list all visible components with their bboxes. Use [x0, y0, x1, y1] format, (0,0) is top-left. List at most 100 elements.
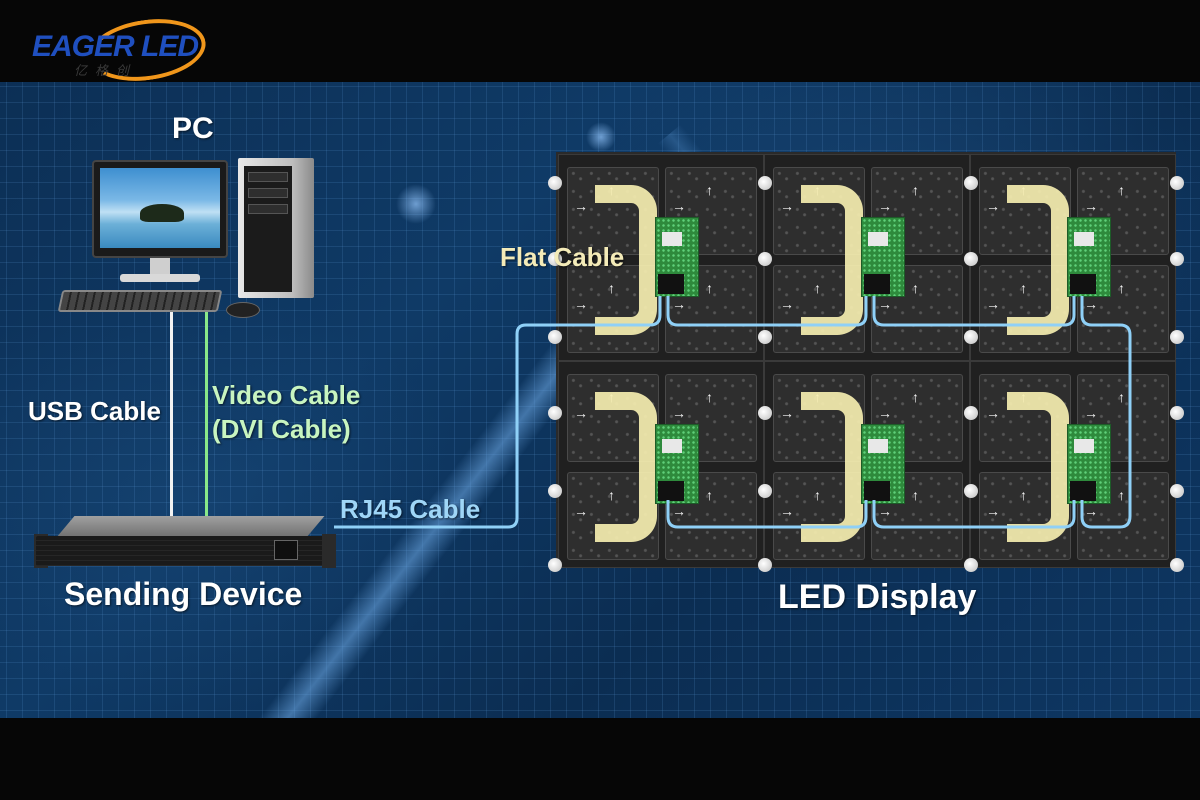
module-direction-arrow-icon: ↑	[912, 280, 919, 296]
flat-cable-ribbon	[1007, 392, 1069, 542]
cabinet-locking-peg	[964, 330, 978, 344]
video-cable-line	[205, 312, 208, 522]
module-direction-arrow-icon: ↑	[706, 389, 713, 405]
cabinet-locking-peg	[964, 406, 978, 420]
flat-cable-ribbon	[1007, 185, 1069, 335]
cabinet-locking-peg	[758, 484, 772, 498]
rj45-port	[864, 274, 890, 294]
device-top-cover	[56, 516, 325, 538]
rj45-port	[658, 274, 684, 294]
cabinet-locking-peg	[1170, 176, 1184, 190]
receiving-card-chip	[1074, 439, 1094, 453]
module-side-arrow-icon: →	[878, 198, 892, 214]
module-direction-arrow-icon: ↑	[706, 182, 713, 198]
module-side-arrow-icon: →	[878, 405, 892, 421]
module-side-arrow-icon: →	[878, 503, 892, 519]
cabinet-locking-peg	[1170, 252, 1184, 266]
module-direction-arrow-icon: ↑	[814, 280, 821, 296]
video-cable-label-line1: Video Cable	[212, 380, 361, 410]
wallpaper-island	[140, 204, 184, 222]
module-direction-arrow-icon: ↑	[608, 280, 615, 296]
rj45-port	[864, 481, 890, 501]
receiving-card-chip	[868, 439, 888, 453]
sending-device-icon	[34, 516, 336, 568]
module-side-arrow-icon: →	[574, 405, 588, 421]
module-side-arrow-icon: →	[574, 198, 588, 214]
led-cabinet: ↑→↑→↑→↑→	[764, 361, 970, 568]
cabinet-locking-peg	[964, 252, 978, 266]
cabinet-locking-peg	[548, 558, 562, 572]
rack-ear-right	[322, 534, 336, 568]
cabinet-locking-peg	[1170, 484, 1184, 498]
module-side-arrow-icon: →	[1084, 296, 1098, 312]
monitor-screen	[100, 168, 220, 248]
led-cabinet: ↑→↑→↑→↑→	[970, 154, 1176, 361]
module-direction-arrow-icon: ↑	[912, 389, 919, 405]
background-glow-dot	[396, 184, 436, 224]
pc-tower-front	[244, 166, 292, 292]
drive-bay	[248, 188, 288, 198]
module-direction-arrow-icon: ↑	[1118, 280, 1125, 296]
usb-cable-line	[170, 312, 173, 522]
rj45-port	[1070, 274, 1096, 294]
receiving-card	[1067, 217, 1111, 297]
receiving-card-chip	[662, 439, 682, 453]
module-side-arrow-icon: →	[1084, 198, 1098, 214]
cabinet-locking-peg	[758, 330, 772, 344]
device-control-panel	[274, 540, 298, 560]
module-side-arrow-icon: →	[986, 296, 1000, 312]
bottom-letterbox-band	[0, 718, 1200, 800]
module-side-arrow-icon: →	[1084, 503, 1098, 519]
module-side-arrow-icon: →	[780, 296, 794, 312]
led-display-label: LED Display	[778, 578, 977, 616]
module-direction-arrow-icon: ↑	[1118, 487, 1125, 503]
cabinet-locking-peg	[964, 558, 978, 572]
cabinet-locking-peg	[548, 406, 562, 420]
module-direction-arrow-icon: ↑	[706, 487, 713, 503]
module-side-arrow-icon: →	[574, 296, 588, 312]
keyboard-icon	[57, 290, 223, 312]
module-side-arrow-icon: →	[986, 503, 1000, 519]
monitor-base	[120, 274, 200, 282]
cabinet-locking-peg	[548, 252, 562, 266]
rj45-port	[658, 481, 684, 501]
receiving-card-chip	[1074, 232, 1094, 246]
logo-chinese-text: 亿格创	[74, 63, 138, 78]
module-side-arrow-icon: →	[780, 405, 794, 421]
flat-cable-ribbon	[801, 392, 863, 542]
receiving-card	[861, 424, 905, 504]
cabinet-locking-peg	[758, 252, 772, 266]
cabinet-locking-peg	[1170, 330, 1184, 344]
logo-text: EAGER LED	[32, 30, 199, 63]
top-letterbox-band	[0, 0, 1200, 82]
led-display-wall: ↑→↑→↑→↑→↑→↑→↑→↑→↑→↑→↑→↑→↑→↑→↑→↑→↑→↑→↑→↑→…	[548, 152, 1184, 572]
module-side-arrow-icon: →	[672, 503, 686, 519]
rj45-port	[1070, 481, 1096, 501]
led-cabinet: ↑→↑→↑→↑→	[764, 154, 970, 361]
module-direction-arrow-icon: ↑	[912, 182, 919, 198]
receiving-card-chip	[662, 232, 682, 246]
module-side-arrow-icon: →	[780, 503, 794, 519]
drive-bay	[248, 204, 288, 214]
drive-bay	[248, 172, 288, 182]
module-side-arrow-icon: →	[672, 198, 686, 214]
cabinet-locking-peg	[1170, 406, 1184, 420]
cabinet-locking-peg	[964, 176, 978, 190]
module-side-arrow-icon: →	[672, 405, 686, 421]
module-side-arrow-icon: →	[1084, 405, 1098, 421]
cabinet-locking-peg	[1170, 558, 1184, 572]
cabinet-locking-peg	[758, 176, 772, 190]
module-side-arrow-icon: →	[574, 503, 588, 519]
module-direction-arrow-icon: ↑	[1020, 280, 1027, 296]
receiving-card-chip	[868, 232, 888, 246]
sending-device-label: Sending Device	[64, 576, 303, 612]
flat-cable-label: Flat Cable	[500, 242, 625, 272]
flat-cable-ribbon	[801, 185, 863, 335]
receiving-card	[655, 217, 699, 297]
pc-tower-icon	[238, 158, 314, 298]
module-side-arrow-icon: →	[672, 296, 686, 312]
module-direction-arrow-icon: ↑	[1118, 182, 1125, 198]
monitor-stand	[150, 258, 170, 276]
video-cable-label-line2: (DVI Cable)	[212, 414, 351, 444]
module-side-arrow-icon: →	[780, 198, 794, 214]
